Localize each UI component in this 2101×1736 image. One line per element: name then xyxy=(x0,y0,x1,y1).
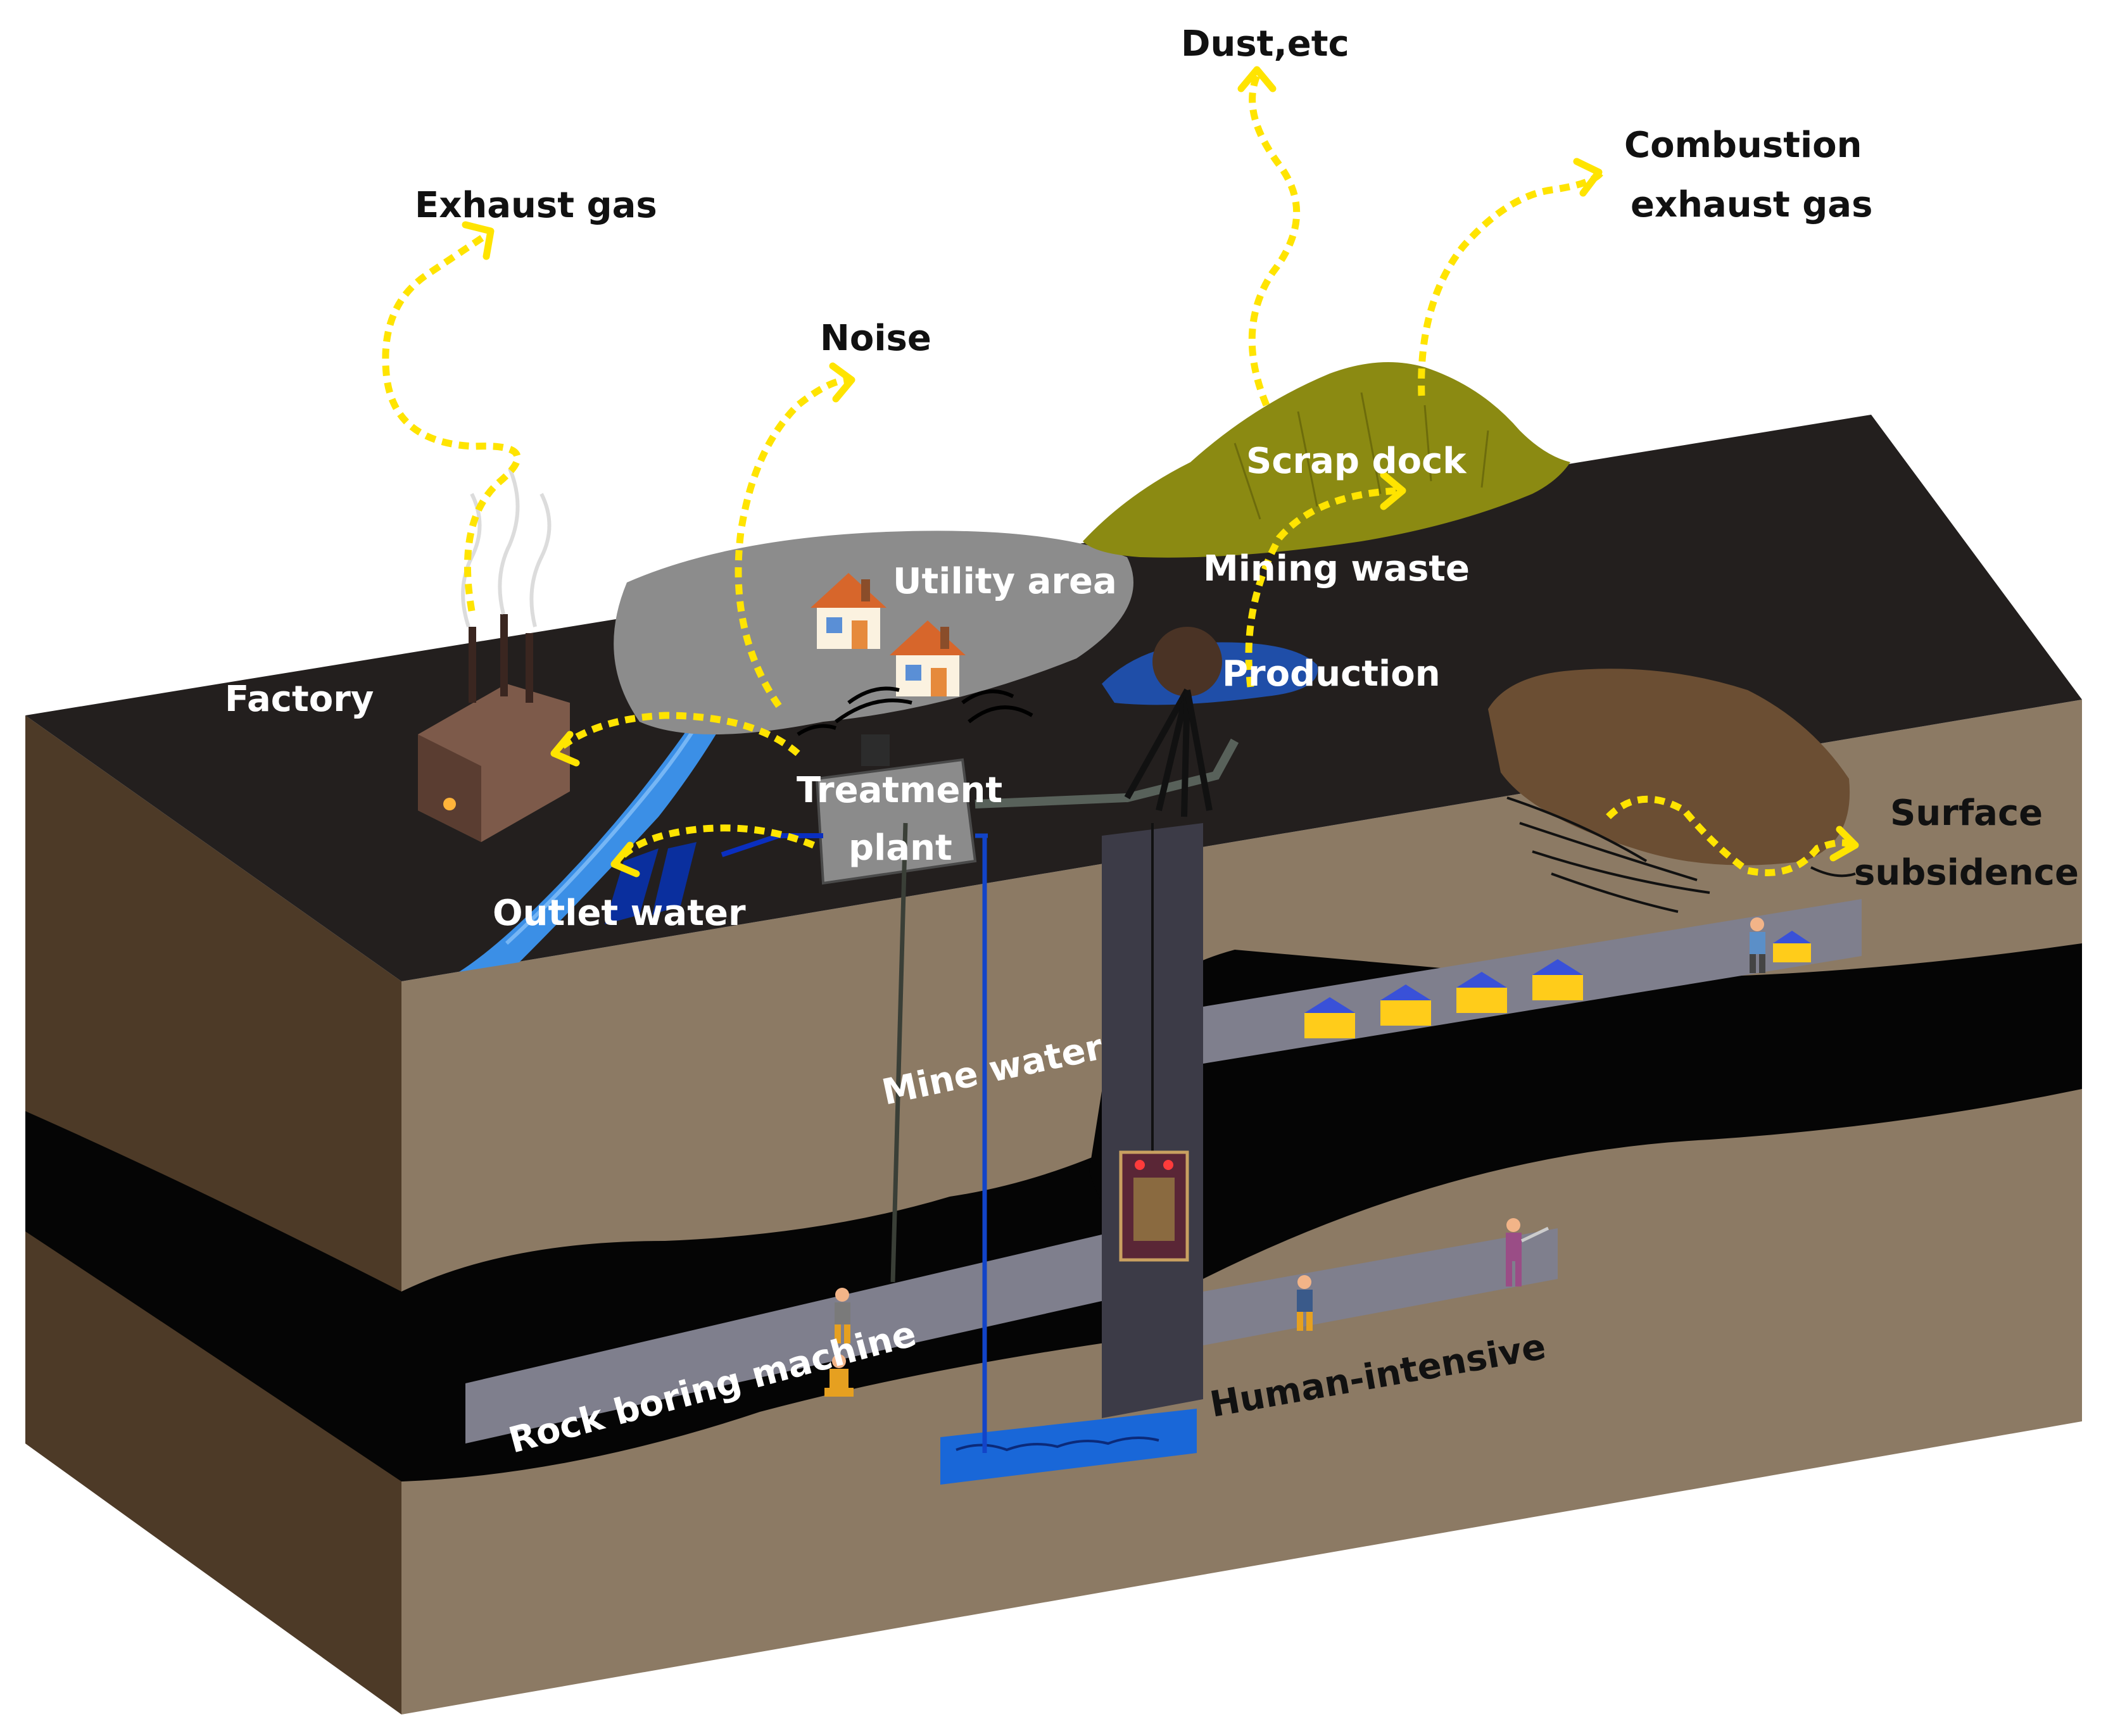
noise-waves xyxy=(797,686,1033,736)
exhaust-gas-arrowhead xyxy=(462,221,495,260)
worker-icon xyxy=(1297,1275,1313,1331)
mine-cart-icon xyxy=(1380,984,1431,1026)
house-icon xyxy=(890,620,966,696)
noise-arrowhead xyxy=(829,362,855,403)
coal-seam-side xyxy=(25,1111,401,1481)
label-outlet-water: Outlet water xyxy=(493,893,746,934)
scrap-texture xyxy=(1233,392,1489,520)
subsidence-cracks xyxy=(1506,796,1856,913)
subsidence-arrow xyxy=(1606,795,1852,876)
label-dust: Dust,etc xyxy=(1181,23,1349,65)
label-mining-waste: Mining waste xyxy=(1203,548,1470,589)
label-scrap-dock: Scrap dock xyxy=(1246,441,1467,482)
sump-waves xyxy=(956,1437,1159,1452)
worker-icon xyxy=(1750,917,1765,973)
label-noise: Noise xyxy=(820,318,931,359)
combustion-arrowhead xyxy=(1573,158,1603,197)
headframe-icon xyxy=(1124,627,1222,817)
treatment-to-factory-arrowhead xyxy=(550,731,580,767)
label-combustion-2: exhaust gas xyxy=(1631,184,1872,225)
combustion-arrow xyxy=(1418,168,1605,396)
vent-line xyxy=(890,822,908,1283)
scrap-heap xyxy=(1083,362,1570,558)
treatment-plant xyxy=(815,734,977,885)
lower-tunnel-left xyxy=(465,1235,1102,1444)
conveyor-pipe xyxy=(975,738,1239,808)
label-utility-area: Utility area xyxy=(893,561,1117,602)
label-exhaust-gas: Exhaust gas xyxy=(415,185,657,226)
mine-cart-icon xyxy=(1456,972,1507,1013)
house-icon xyxy=(811,573,886,649)
mine-cart-icon xyxy=(1532,959,1583,1000)
mine-cart-icon xyxy=(1304,997,1355,1038)
mining-waste-arrow xyxy=(1245,487,1400,688)
subsidence-arrowhead xyxy=(1829,826,1859,862)
underground xyxy=(465,822,1862,1485)
label-production: Production xyxy=(1222,653,1441,695)
label-factory: Factory xyxy=(225,679,374,720)
label-combustion-1: Combustion xyxy=(1624,125,1862,166)
surface-top xyxy=(25,415,2082,981)
elevator-cage-icon xyxy=(1119,1150,1189,1262)
surface-features xyxy=(418,362,1856,972)
label-surface-subsidence-1: Surface xyxy=(1890,793,2043,834)
sump-water xyxy=(940,1409,1197,1485)
worker-icon xyxy=(835,1288,850,1343)
worker-icon xyxy=(1506,1218,1549,1286)
label-treatment-2: plant xyxy=(849,827,952,869)
treatment-to-factory-arrow xyxy=(555,712,800,757)
smoke-icon xyxy=(461,467,552,627)
mining-waste-arrowhead xyxy=(1380,471,1406,510)
dust-arrow xyxy=(1248,74,1301,407)
subsidence-mound xyxy=(1488,669,1850,865)
worker-icon xyxy=(824,1354,854,1397)
dust-arrowhead xyxy=(1237,66,1277,92)
noise-arrow xyxy=(735,376,849,708)
factory-icon xyxy=(418,614,570,842)
emission-arrows xyxy=(382,66,1859,877)
label-surface-subsidence-2: subsidence xyxy=(1854,852,2079,893)
exhaust-gas-arrow xyxy=(382,231,521,612)
mine-cart-icon xyxy=(1773,931,1811,962)
label-treatment-1: Treatment xyxy=(797,770,1002,811)
outlet-pipes xyxy=(605,842,697,924)
treatment-to-outlet-arrowhead xyxy=(610,841,640,877)
lower-tunnel-right xyxy=(1203,1228,1558,1345)
